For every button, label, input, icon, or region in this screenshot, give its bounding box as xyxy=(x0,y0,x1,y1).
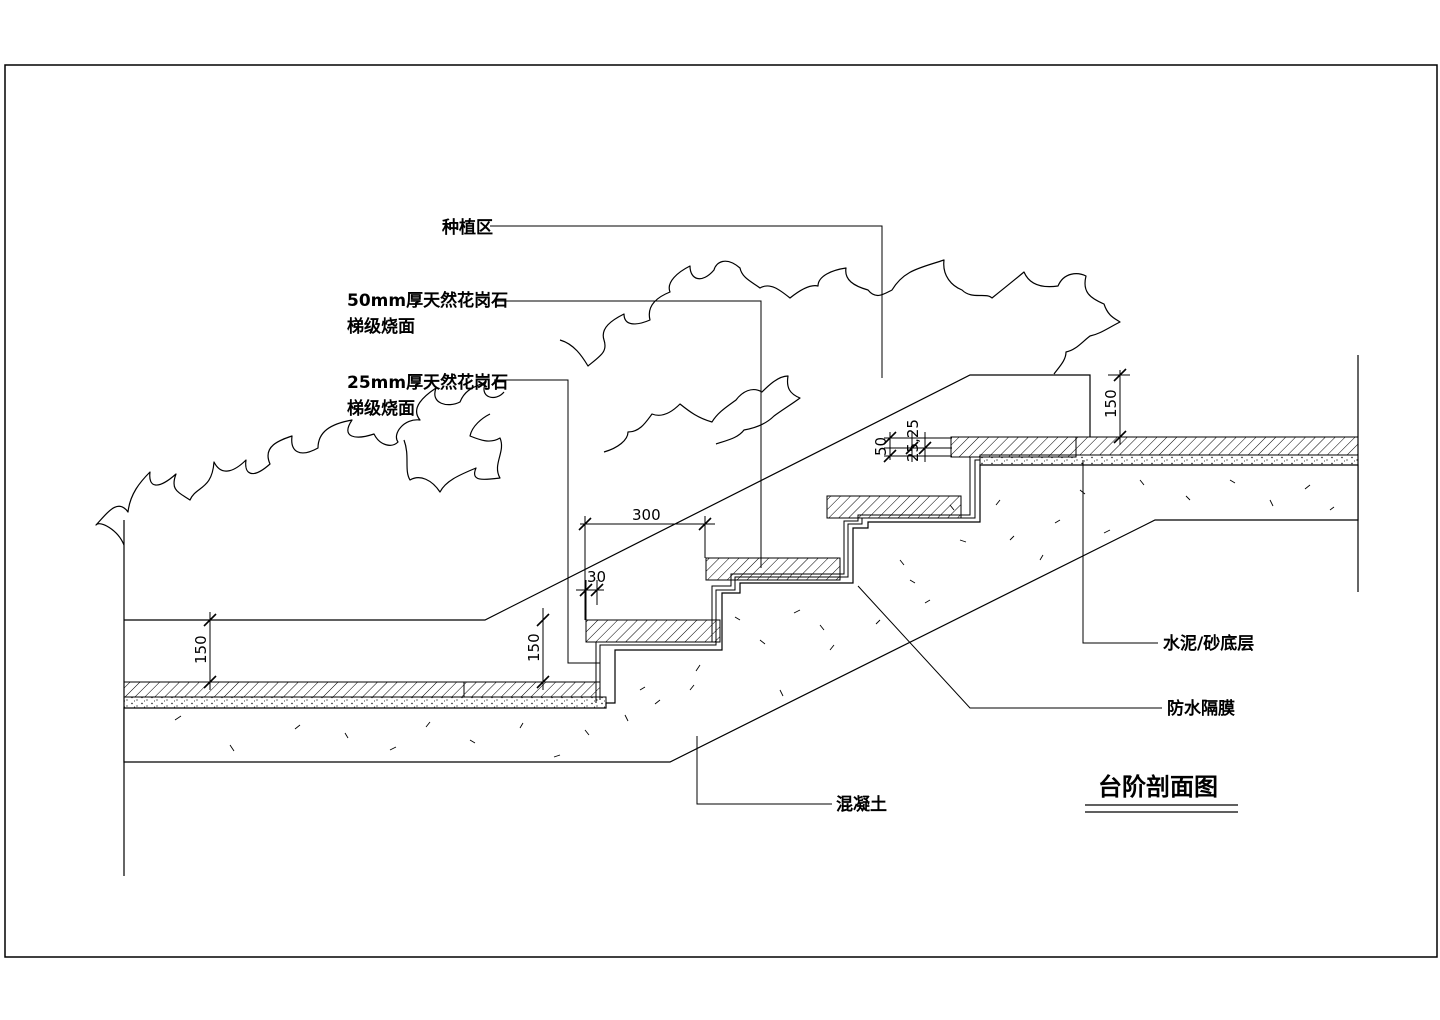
stair-tread-1 xyxy=(585,619,721,643)
concrete-texture xyxy=(174,479,1335,758)
stone-25-label-line1: 25mm厚天然花岗石 xyxy=(347,372,508,393)
stone-50-leader xyxy=(494,300,762,568)
cement-sand-label: 水泥/砂底层 xyxy=(1163,633,1254,654)
stone-25-label-line2: 梯级烧面 xyxy=(347,398,415,419)
dim-left-height: 150 xyxy=(192,635,210,664)
drawing-frame xyxy=(4,64,1438,958)
granite-paving xyxy=(123,436,1359,698)
dim-first-riser: 150 xyxy=(525,633,543,662)
stone-50-label-line1: 50mm厚天然花岗石 xyxy=(347,290,508,311)
stair-tread-3 xyxy=(826,495,962,519)
ground-line xyxy=(124,374,1091,621)
stone-50-label-line2: 梯级烧面 xyxy=(347,316,415,337)
dim-top-height: 150 xyxy=(1102,389,1120,418)
dim-slab-50: 50 xyxy=(872,437,890,456)
dimension-lines xyxy=(203,368,1130,690)
concrete-label: 混凝土 xyxy=(836,794,887,815)
stair-tread-4 xyxy=(950,436,1077,458)
dim-tread-width: 300 xyxy=(632,506,661,524)
concrete-leader xyxy=(696,736,832,805)
concrete-mass xyxy=(123,464,1359,763)
planting-zone-leader xyxy=(490,225,883,378)
stone-25-leader xyxy=(494,379,600,664)
waterproof-leader xyxy=(857,585,1162,709)
cement-sand-leader xyxy=(1082,460,1158,644)
dim-layer-25-25: 25,25 xyxy=(904,419,922,462)
drawing-title: 台阶剖面图 xyxy=(1098,773,1218,801)
leader-lines xyxy=(490,225,1162,805)
planting-zone-label: 种植区 xyxy=(441,217,493,238)
planting-shrubs xyxy=(95,259,1121,546)
dim-nosing: 30 xyxy=(587,568,606,586)
stair-tread-2 xyxy=(705,557,841,581)
waterproof-label: 防水隔膜 xyxy=(1167,698,1235,719)
